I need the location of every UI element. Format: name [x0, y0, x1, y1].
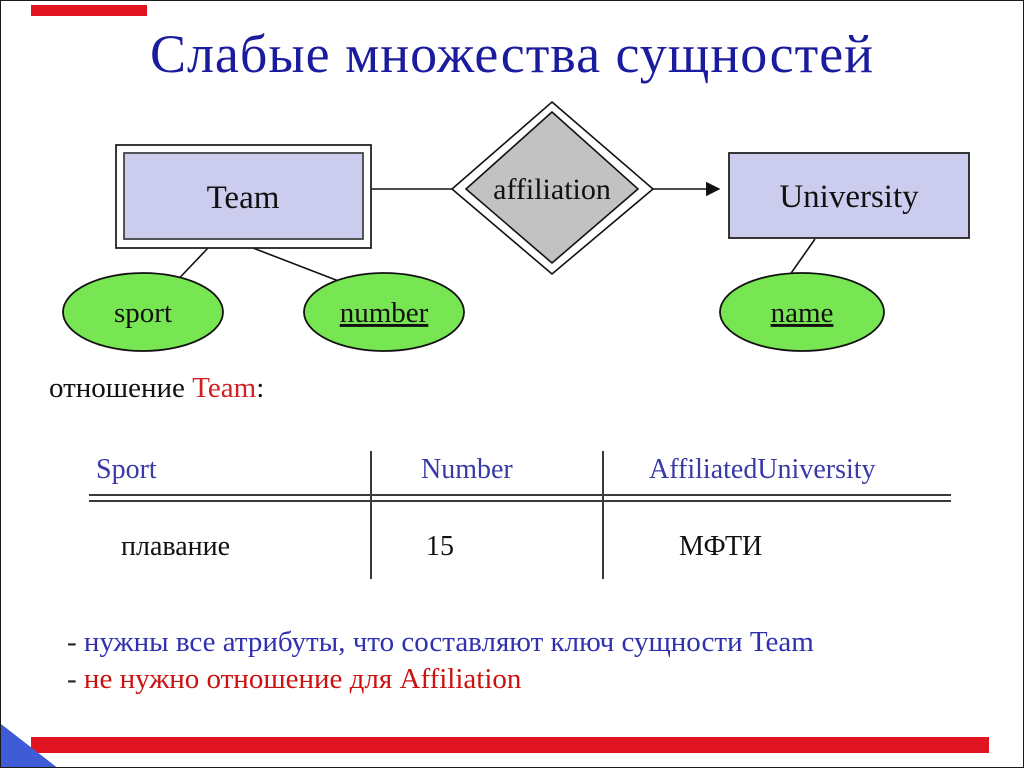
- table-header-affiliateduniversity: AffiliatedUniversity: [649, 454, 876, 485]
- entity-university: [728, 152, 970, 239]
- entity-team: [123, 152, 364, 240]
- relation-caption-prefix: отношение: [49, 372, 193, 404]
- note-line-key-attributes: - нужны все атрибуты, что составляют клю…: [67, 626, 814, 659]
- attribute-number-label: number: [340, 297, 429, 329]
- note-line-no-affiliation-relation: - не нужно отношение для Affiliation: [67, 663, 521, 696]
- note-dash: -: [67, 663, 84, 695]
- relationship-affiliation-label: affiliation: [493, 173, 611, 206]
- corner-triangle-decoration: [1, 724, 59, 767]
- entity-team-label: Team: [207, 180, 280, 216]
- attribute-name-label: name: [771, 297, 834, 329]
- attribute-number: [303, 272, 465, 352]
- top-accent-bar: [31, 5, 147, 16]
- bottom-accent-bar: [31, 737, 989, 753]
- table-cell-number: 15: [426, 531, 454, 562]
- note-dash: -: [67, 626, 84, 658]
- relation-caption-suffix: :: [256, 372, 265, 404]
- attribute-sport: [62, 272, 224, 352]
- table-cell-sport: плавание: [121, 531, 231, 562]
- table-header-sport: Sport: [96, 454, 157, 485]
- table-header-number: Number: [421, 454, 513, 485]
- relation-caption: отношение Team:: [49, 372, 264, 405]
- relationship-affiliation: [464, 110, 640, 265]
- entity-university-label: University: [779, 179, 919, 215]
- attribute-sport-label: sport: [114, 297, 172, 329]
- connector-university-name: [786, 238, 816, 280]
- page-title: Слабые множества сущностей: [149, 24, 875, 84]
- note-text: нужны все атрибуты, что составляют ключ …: [83, 626, 814, 658]
- relation-caption-highlight: Team: [192, 372, 257, 404]
- note-text: не нужно отношение для Affiliation: [83, 663, 522, 695]
- table-cell-university: МФТИ: [679, 531, 763, 562]
- connector-team-number: [252, 247, 350, 286]
- attribute-name: [719, 272, 885, 352]
